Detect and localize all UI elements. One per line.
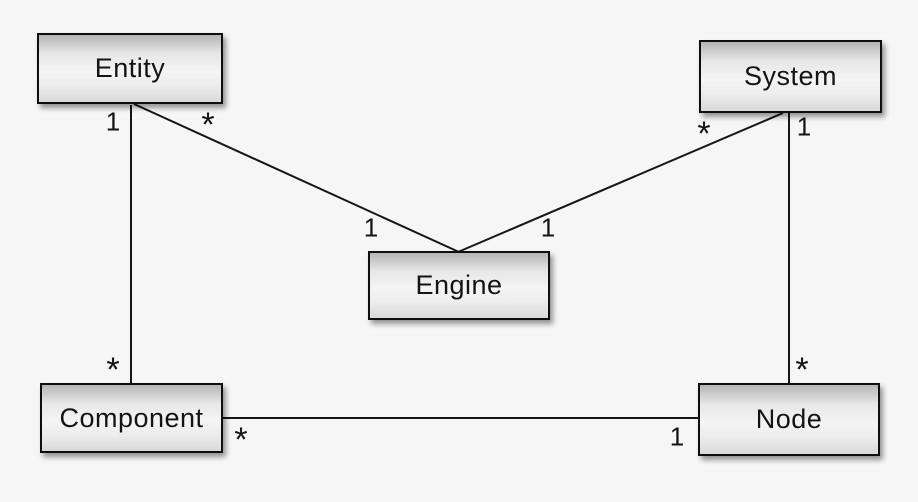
edge-system-engine bbox=[457, 112, 784, 253]
node-entity-label: Entity bbox=[94, 53, 166, 83]
node-node[interactable]: Node bbox=[698, 383, 880, 456]
node-node-label: Node bbox=[755, 404, 823, 434]
mult-entity-engine-near-engine: 1 bbox=[363, 212, 379, 243]
mult-component-node-near-node: 1 bbox=[669, 421, 685, 452]
mult-system-node-near-node: * bbox=[795, 351, 809, 390]
node-system-label: System bbox=[743, 61, 838, 91]
node-system[interactable]: System bbox=[699, 40, 882, 113]
mult-system-engine-near-system: * bbox=[697, 115, 711, 154]
mult-component-node-near-component: * bbox=[234, 421, 248, 460]
node-engine-label: Engine bbox=[415, 270, 503, 300]
mult-entity-component-near-component: * bbox=[106, 351, 120, 390]
mult-system-node-near-system: 1 bbox=[796, 111, 812, 142]
mult-entity-component-near-entity: 1 bbox=[105, 106, 121, 137]
node-engine[interactable]: Engine bbox=[368, 251, 550, 320]
mult-system-engine-near-engine: 1 bbox=[540, 212, 556, 243]
mult-entity-engine-near-entity: * bbox=[201, 106, 215, 145]
node-component-label: Component bbox=[59, 402, 204, 433]
node-entity[interactable]: Entity bbox=[37, 33, 223, 104]
node-component[interactable]: Component bbox=[40, 383, 223, 453]
edge-entity-engine bbox=[133, 103, 460, 253]
